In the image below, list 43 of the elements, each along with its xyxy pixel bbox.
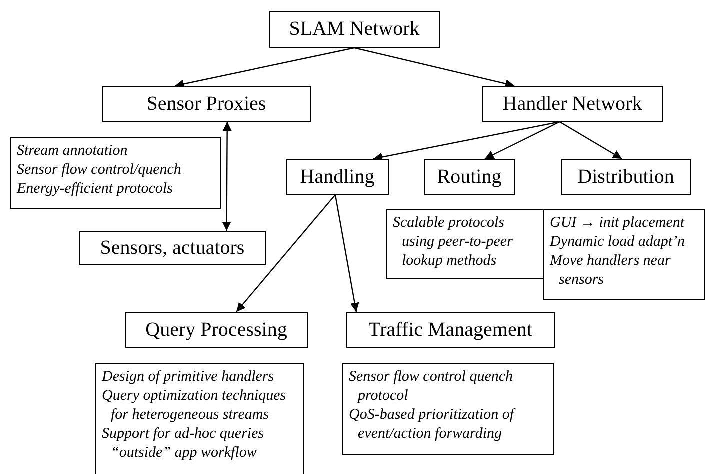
arrow: [222, 122, 232, 231]
category-box: [79, 231, 266, 265]
arrow: [354, 47, 515, 88]
arrow: [175, 47, 355, 89]
note-text: Move handlers near sensors: [550, 252, 672, 290]
category-label: Traffic Management: [368, 318, 532, 342]
note-text: Stream annotation: [17, 142, 129, 161]
note-text: Energy-efficient protocols: [17, 180, 174, 199]
arrow: [560, 121, 622, 160]
category-label: SLAM Network: [289, 18, 420, 41]
note-text: QoS-based prioritization of event/action forwarding: [349, 406, 517, 444]
notes-box: [386, 209, 544, 279]
category-label: Routing: [437, 166, 502, 188]
category-label: Query Processing: [146, 318, 288, 342]
note-text: Design of primitive handlers: [102, 368, 276, 387]
category-box: [424, 159, 515, 195]
category-box: [286, 159, 389, 195]
note-text: Scalable protocols using peer-to-peer lookup methods: [393, 214, 514, 271]
category-box: [346, 312, 555, 348]
note-text: GUI → init placement: [550, 214, 686, 233]
category-box: [102, 86, 311, 122]
note-text: Sensor flow control/quench: [17, 161, 182, 180]
category-box: [482, 86, 663, 122]
notes-box: [342, 363, 554, 455]
notes-box: [543, 209, 705, 300]
category-label: Sensors, actuators: [100, 236, 245, 260]
note-text: Query optimization techniques for heterogeneous streams: [102, 387, 288, 425]
note-text: Support for ad-hoc queries “outside” app workflow: [102, 425, 266, 463]
category-box: [561, 159, 691, 195]
category-label: Distribution: [578, 166, 674, 188]
arrow: [484, 121, 560, 160]
notes-box: [10, 137, 221, 209]
category-box: [269, 11, 440, 48]
notes-box: [95, 363, 304, 474]
note-text: Sensor flow control quench protocol: [349, 368, 514, 406]
category-label: Handling: [300, 166, 375, 188]
arrow: [236, 194, 336, 312]
category-box: [125, 312, 308, 348]
category-label: Handler Network: [502, 92, 642, 116]
category-label: Sensor Proxies: [146, 92, 266, 116]
arrow: [373, 121, 560, 162]
note-text: Dynamic load adapt’n: [550, 233, 686, 252]
arrow: [334, 194, 360, 312]
